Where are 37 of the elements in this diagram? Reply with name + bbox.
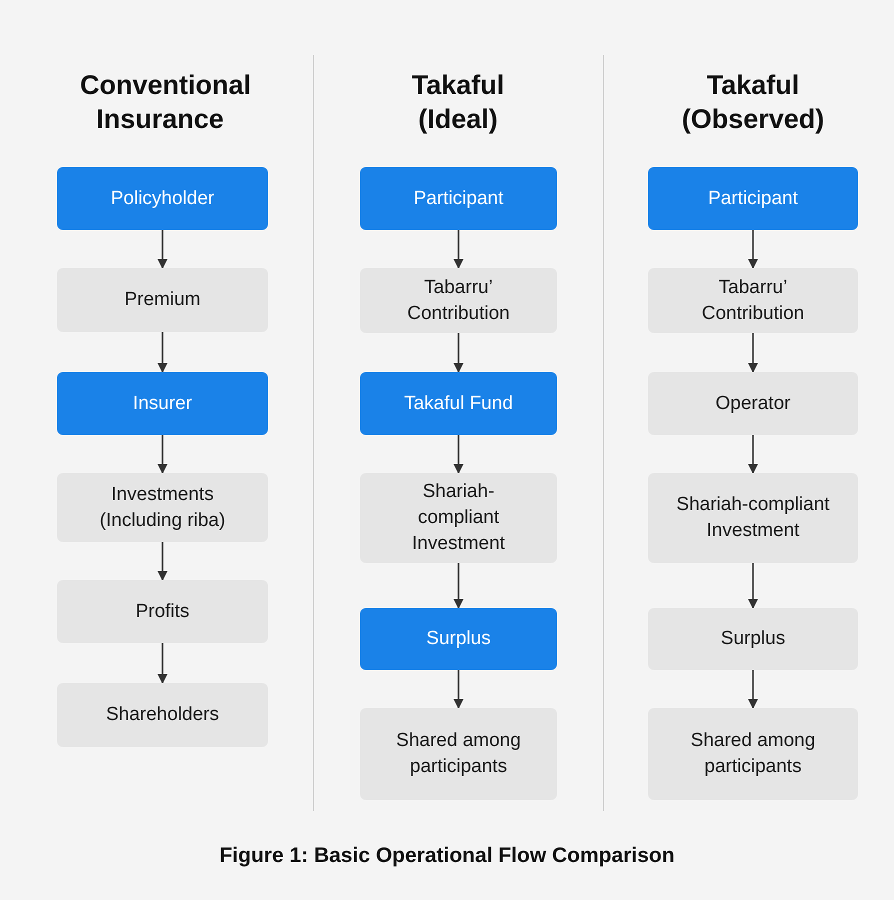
step-box: Shariah-compliant Investment: [648, 473, 858, 563]
arrow: [454, 563, 464, 609]
step-box: Shariah-compliant Investment: [360, 473, 557, 563]
highlighted-step-box: Insurer: [57, 372, 268, 435]
arrow: [158, 435, 168, 474]
highlighted-step-box: Takaful Fund: [360, 372, 557, 435]
arrow: [454, 333, 464, 373]
highlighted-step-box: Policyholder: [57, 167, 268, 230]
step-box: Shared among participants: [360, 708, 557, 800]
step-box: Profits: [57, 580, 268, 643]
highlighted-step-box: Surplus: [360, 608, 557, 670]
column-heading: Conventional Insurance: [79, 69, 252, 136]
step-box: Tabarru’ Contribution: [360, 268, 557, 333]
arrow: [158, 230, 168, 269]
arrow: [158, 542, 168, 581]
arrow: [454, 435, 464, 474]
highlighted-step-box: Participant: [360, 167, 557, 230]
arrow: [454, 230, 464, 269]
step-box: Shared among participants: [648, 708, 858, 800]
arrow: [158, 332, 168, 373]
highlighted-step-box: Participant: [648, 167, 858, 230]
figure-caption: Figure 1: Basic Operational Flow Comparison: [218, 844, 676, 868]
step-box: Tabarru’ Contribution: [648, 268, 858, 333]
arrow: [454, 670, 464, 709]
arrow: [748, 333, 758, 373]
step-box: Operator: [648, 372, 858, 435]
arrow: [748, 435, 758, 474]
step-box: Premium: [57, 268, 268, 332]
step-box: Investments (Including riba): [57, 473, 268, 542]
arrow: [748, 230, 758, 269]
arrow: [158, 643, 168, 684]
step-box: Surplus: [648, 608, 858, 670]
arrow: [748, 670, 758, 709]
step-box: Shareholders: [57, 683, 268, 747]
column-heading: Takaful (Observed): [680, 69, 826, 136]
arrow: [748, 563, 758, 609]
column-heading: Takaful (Ideal): [410, 69, 506, 136]
